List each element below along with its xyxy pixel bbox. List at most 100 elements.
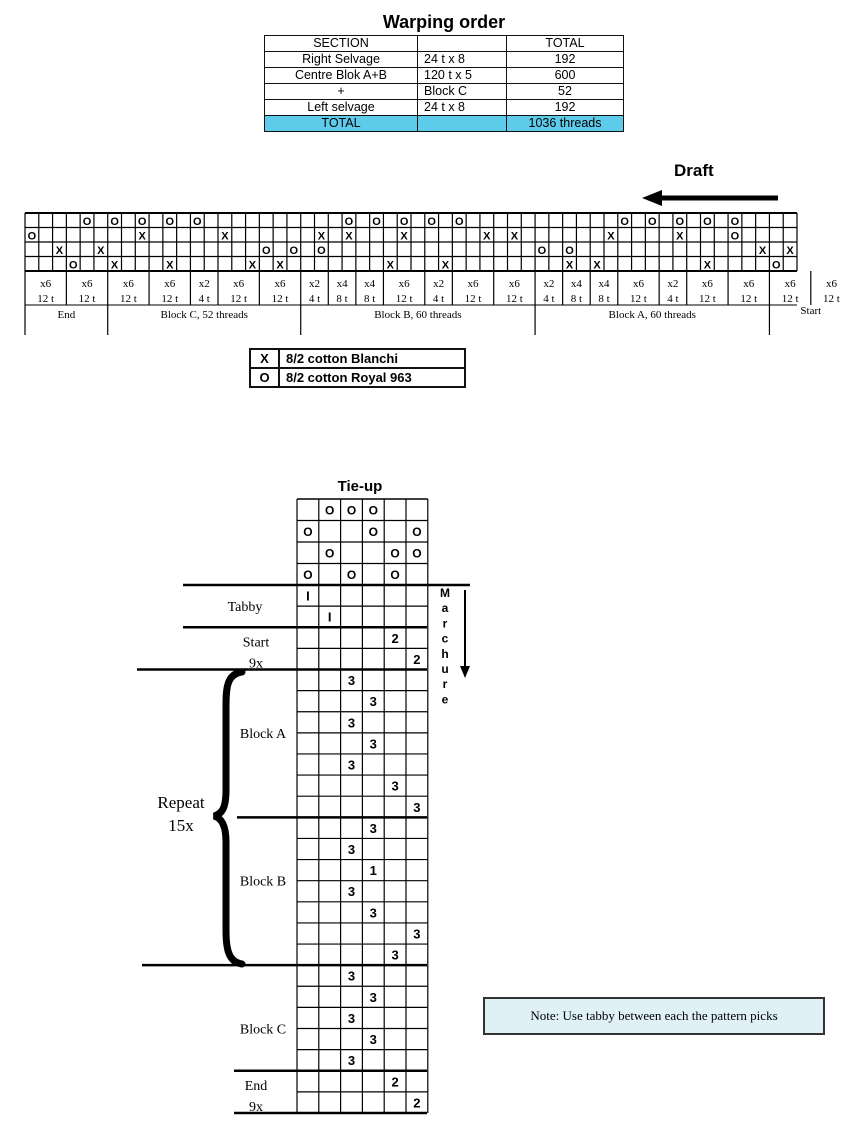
o-thread-mark: O (676, 216, 685, 228)
thread-count: 12 t (272, 293, 289, 305)
legend-symbol: X (249, 348, 280, 369)
x-thread-mark: X (111, 259, 119, 271)
start-count-label: 9x (249, 656, 263, 671)
repeat-count: x6 (82, 278, 94, 290)
treadle-mark: 2 (391, 631, 398, 646)
thread-count: 12 t (120, 293, 137, 305)
thread-count: 12 t (37, 293, 54, 305)
repeat-count: x6 (702, 278, 714, 290)
tieup-mark: O (412, 546, 421, 560)
treadle-mark: 3 (348, 969, 355, 984)
thread-count: 12 t (506, 293, 523, 305)
x-thread-mark: X (56, 245, 64, 257)
o-thread-mark: O (400, 216, 409, 228)
x-thread-mark: X (786, 245, 794, 257)
marchure-letter: e (442, 692, 449, 706)
repeat-count: x6 (275, 278, 287, 290)
yarn-legend: X 8/2 cotton Blanchi O 8/2 cotton Royal … (249, 348, 466, 388)
repeat-count: x2 (433, 278, 444, 290)
x-thread-mark: X (511, 230, 519, 242)
repeat-count: x6 (123, 278, 135, 290)
x-thread-mark: X (345, 230, 353, 242)
marchure-letter: r (443, 677, 448, 691)
x-thread-mark: X (483, 230, 491, 242)
repeat-brace-icon (212, 668, 246, 968)
marchure-letter: h (441, 647, 448, 661)
table-row: + Block C 52 (264, 83, 624, 100)
block-group-label: Block C, 52 threads (161, 309, 248, 321)
x-thread-mark: X (593, 259, 601, 271)
treadle-mark: 3 (413, 800, 420, 815)
treadle-mark: 3 (348, 715, 355, 730)
treadle-mark: I (328, 610, 332, 625)
repeat-count: x6 (468, 278, 480, 290)
x-thread-mark: X (607, 230, 615, 242)
legend-label: 8/2 cotton Blanchi (278, 348, 466, 369)
x-thread-mark: X (139, 230, 147, 242)
x-thread-mark: X (759, 245, 767, 257)
treadle-mark: 3 (348, 1053, 355, 1068)
repeat-count: x2 (543, 278, 554, 290)
treadle-mark: 3 (370, 736, 377, 751)
o-thread-mark: O (620, 216, 629, 228)
x-thread-mark: X (442, 259, 450, 271)
o-thread-mark: O (703, 216, 712, 228)
marchure-arrow-icon (460, 590, 470, 678)
tieup-mark: O (303, 525, 312, 539)
x-thread-mark: X (166, 259, 174, 271)
x-thread-mark: X (318, 230, 326, 242)
repeat-count: x6 (399, 278, 411, 290)
repeat-count: x4 (599, 278, 611, 290)
x-thread-mark: X (387, 259, 395, 271)
x-thread-mark: X (400, 230, 408, 242)
thread-count: 12 t (465, 293, 482, 305)
block-group-label: Start (800, 305, 821, 317)
tieup-title: Tie-up (338, 478, 383, 495)
tieup-mark: O (369, 525, 378, 539)
marchure-letter: M (440, 586, 450, 600)
o-thread-mark: O (455, 216, 464, 228)
o-thread-mark: O (372, 216, 381, 228)
repeat-count: x2 (199, 278, 210, 290)
repeat-count: x6 (743, 278, 755, 290)
tieup-mark: O (390, 546, 399, 560)
legend-label: 8/2 cotton Royal 963 (278, 367, 466, 388)
table-row-total: TOTAL 1036 threads (264, 115, 624, 132)
block-c-label: Block C (240, 1023, 286, 1038)
o-thread-mark: O (110, 216, 119, 228)
table-cell: 24 t x 8 (417, 51, 507, 68)
repeat-count: x6 (164, 278, 176, 290)
repeat-count: x6 (509, 278, 521, 290)
warping-order-title: Warping order (382, 12, 506, 32)
thread-count: 12 t (699, 293, 716, 305)
treadle-mark: 2 (391, 1074, 398, 1089)
treadle-mark: 3 (348, 673, 355, 688)
repeat-label: Repeat (157, 793, 204, 812)
thread-count: 4 t (543, 293, 554, 305)
treadle-mark: 2 (413, 1095, 420, 1110)
o-thread-mark: O (69, 259, 78, 271)
tieup-mark: O (325, 503, 334, 517)
repeat-count: x6 (633, 278, 645, 290)
o-thread-mark: O (290, 245, 299, 257)
block-group-label: End (57, 309, 75, 321)
thread-count: 4 t (667, 293, 678, 305)
marchure-letter: a (442, 601, 449, 615)
o-thread-mark: O (317, 245, 326, 257)
thread-count: 4 t (199, 293, 210, 305)
legend-row: O 8/2 cotton Royal 963 (249, 367, 466, 388)
table-cell: 1036 threads (506, 115, 624, 132)
treadle-mark: 3 (391, 779, 398, 794)
tieup-mark: O (347, 568, 356, 582)
marchure-letter: c (442, 632, 449, 646)
legend-row: X 8/2 cotton Blanchi (249, 348, 466, 369)
treadle-mark: I (306, 589, 310, 604)
table-cell: TOTAL (264, 115, 418, 132)
treadle-mark: 3 (370, 990, 377, 1005)
treadle-mark: 3 (391, 948, 398, 963)
repeat-count-label: 15x (168, 816, 194, 835)
treadle-mark: 2 (413, 652, 420, 667)
thread-count: 12 t (782, 293, 799, 305)
draft-title: Draft (674, 161, 714, 180)
